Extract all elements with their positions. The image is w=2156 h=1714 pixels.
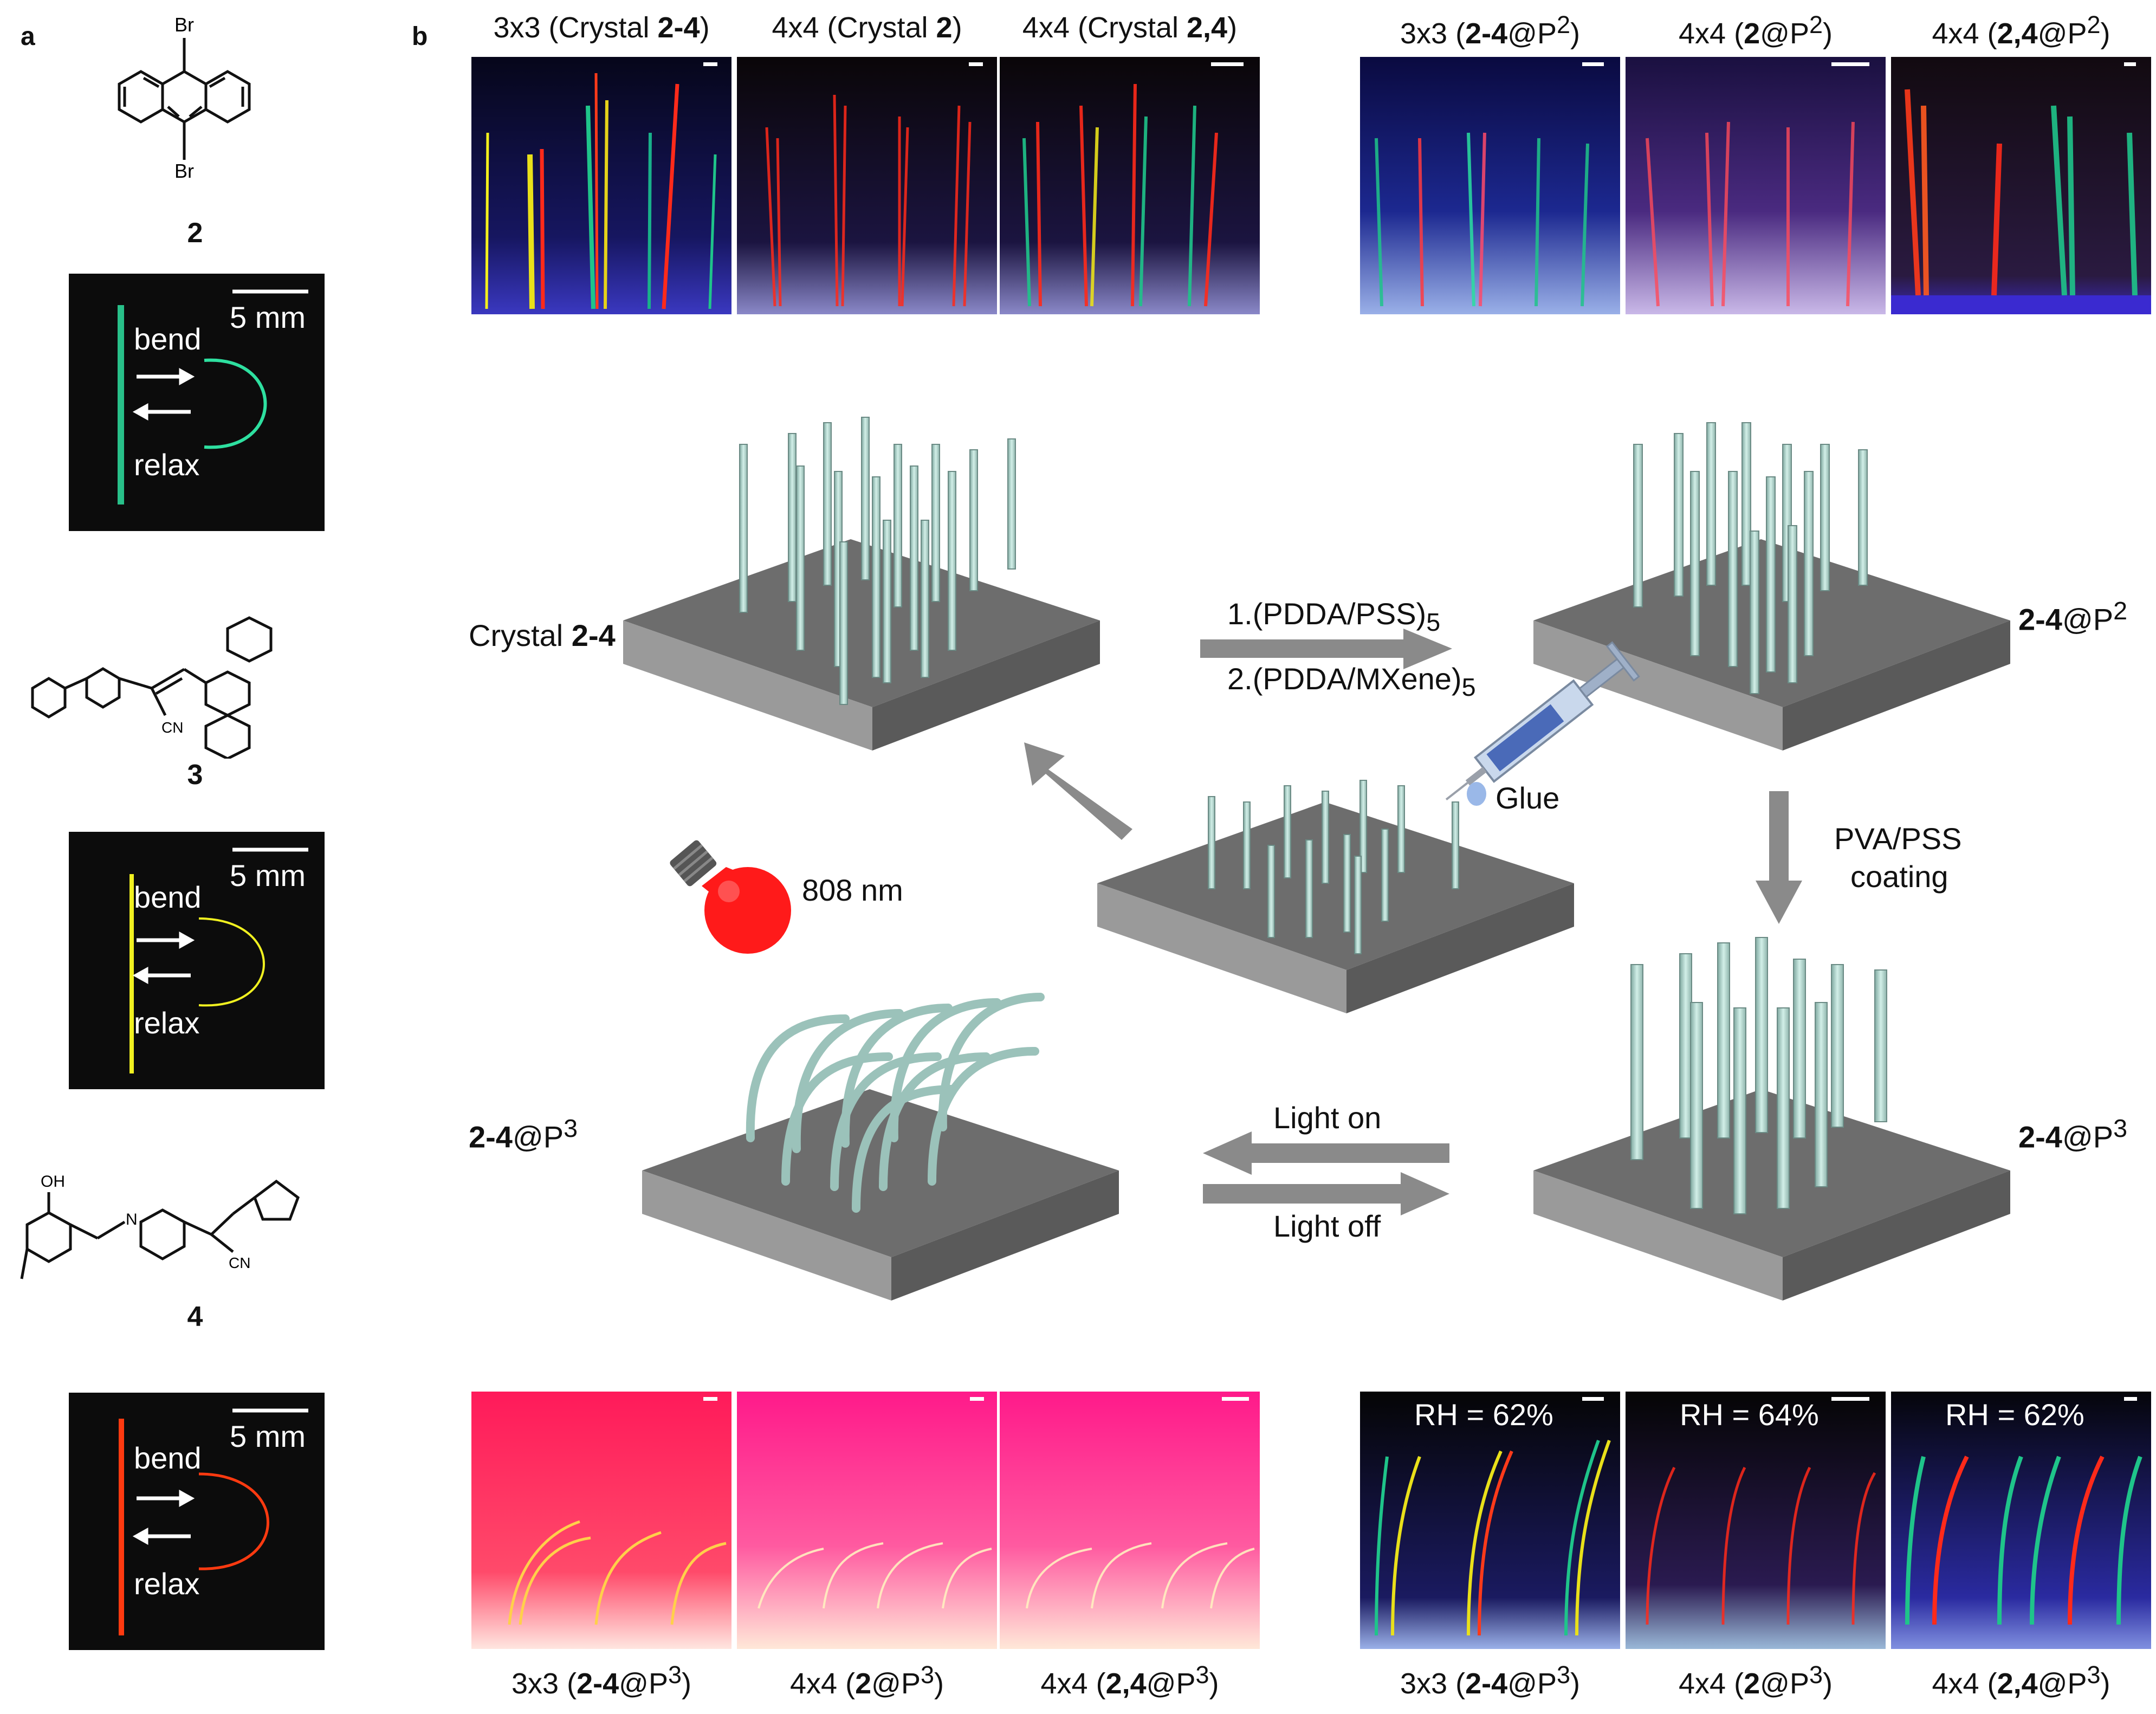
bottom-photo-4: RH = 62% bbox=[1360, 1392, 1620, 1649]
oh-label: OH bbox=[41, 1173, 65, 1191]
relax-label: relax bbox=[134, 448, 200, 482]
p2-label: 2-4@P2 bbox=[2018, 597, 2128, 637]
rh-label-3: RH = 62% bbox=[1945, 1398, 2084, 1432]
bottom-caption-4: 3x3 (2-4@P3) bbox=[1400, 1661, 1580, 1700]
step2-label: 2.(PDDA/MXene)5 bbox=[1227, 662, 1476, 702]
relax-label: relax bbox=[134, 1006, 200, 1040]
top-photo-1 bbox=[471, 57, 731, 314]
bulb-icon bbox=[670, 840, 791, 954]
compound-3-structure: CN bbox=[31, 616, 273, 759]
rh-label-2: RH = 64% bbox=[1680, 1398, 1819, 1432]
bottom-caption-2: 4x4 (2@P3) bbox=[790, 1661, 944, 1700]
light-off-label: Light off bbox=[1273, 1209, 1381, 1243]
platform-p3-straight bbox=[1533, 1089, 2010, 1301]
bottom-photo-6: RH = 62% bbox=[1891, 1392, 2151, 1649]
relax-label: relax bbox=[134, 1567, 200, 1601]
bend-panel-3: 5 mm bend relax bbox=[69, 832, 325, 1089]
bend-label: bend bbox=[134, 880, 202, 914]
p3-left-label: 2-4@P3 bbox=[469, 1114, 578, 1154]
scale-bar-label: 5 mm bbox=[230, 858, 306, 892]
top-caption-6: 4x4 (2,4@P2) bbox=[1932, 11, 2110, 50]
top-photo-6 bbox=[1891, 57, 2151, 314]
coating-label-1: PVA/PSS bbox=[1834, 822, 1962, 856]
cn-label-3: CN bbox=[161, 719, 183, 736]
compound-2-structure: Br Br bbox=[118, 14, 251, 182]
bottom-caption-3: 4x4 (2,4@P3) bbox=[1040, 1661, 1219, 1700]
compound-2-number: 2 bbox=[187, 217, 203, 249]
n-label: N bbox=[126, 1211, 138, 1228]
panel-a-letter: a bbox=[21, 22, 35, 51]
cn-label-4: CN bbox=[229, 1254, 250, 1271]
syringe-icon bbox=[1445, 641, 1640, 800]
bottom-caption-5: 4x4 (2@P3) bbox=[1679, 1661, 1833, 1700]
arrow-light-off bbox=[1203, 1172, 1449, 1215]
crystal-label: Crystal 2-4 bbox=[469, 618, 616, 652]
glue-drop bbox=[1467, 782, 1486, 806]
top-photo-3 bbox=[1000, 57, 1260, 314]
arrow-to-p3 bbox=[1756, 791, 1802, 924]
br-bottom-label: Br bbox=[174, 160, 194, 182]
compound-3-number: 3 bbox=[187, 759, 203, 791]
top-caption-5: 4x4 (2@P2) bbox=[1679, 11, 1833, 50]
arrow-to-crystal bbox=[1024, 742, 1132, 840]
glue-label: Glue bbox=[1495, 781, 1560, 815]
compound-4-number: 4 bbox=[187, 1301, 203, 1333]
bend-panel-4: 5 mm bend relax bbox=[69, 1393, 325, 1650]
top-photo-5 bbox=[1626, 57, 1886, 314]
br-top-label: Br bbox=[174, 14, 194, 36]
top-photo-4 bbox=[1360, 57, 1620, 314]
top-photo-2 bbox=[737, 57, 997, 314]
platform-center bbox=[1097, 802, 1574, 1013]
bottom-photo-2 bbox=[737, 1392, 997, 1649]
rods-p3-bent bbox=[746, 993, 1045, 1213]
rods-center bbox=[1208, 780, 1459, 954]
scale-bar-label: 5 mm bbox=[230, 300, 306, 334]
top-caption-1: 3x3 (Crystal 2-4) bbox=[493, 11, 710, 44]
top-caption-4: 3x3 (2-4@P2) bbox=[1400, 11, 1580, 50]
bottom-photo-1 bbox=[471, 1392, 731, 1649]
p3-right-label: 2-4@P3 bbox=[2018, 1114, 2128, 1154]
rods-crystal bbox=[739, 417, 1016, 705]
bottom-caption-6: 4x4 (2,4@P3) bbox=[1932, 1661, 2110, 1700]
step1-label: 1.(PDDA/PSS)5 bbox=[1227, 597, 1441, 637]
top-caption-3: 4x4 (Crystal 2,4) bbox=[1022, 11, 1238, 44]
rh-label-1: RH = 62% bbox=[1414, 1398, 1553, 1432]
arrow-to-p2 bbox=[1200, 629, 1452, 669]
compound-4-structure: OH N CN bbox=[20, 1173, 300, 1279]
light-on-label: Light on bbox=[1273, 1101, 1382, 1135]
bend-label: bend bbox=[134, 322, 202, 356]
arrow-light-on bbox=[1203, 1131, 1449, 1175]
bend-panel-2: 5 mm bend relax bbox=[69, 274, 325, 531]
rods-p2 bbox=[1633, 422, 1868, 694]
scale-bar-label: 5 mm bbox=[230, 1419, 306, 1453]
bottom-photo-3 bbox=[1000, 1392, 1260, 1649]
wavelength-label: 808 nm bbox=[802, 873, 903, 907]
bottom-caption-1: 3x3 (2-4@P3) bbox=[512, 1661, 691, 1700]
top-caption-2: 4x4 (Crystal 2) bbox=[772, 11, 962, 44]
bend-label: bend bbox=[134, 1441, 202, 1475]
coating-label-2: coating bbox=[1850, 859, 1948, 894]
bottom-photo-5: RH = 64% bbox=[1626, 1392, 1886, 1649]
panel-b-letter: b bbox=[412, 22, 428, 51]
rods-p3-straight bbox=[1630, 937, 1887, 1214]
